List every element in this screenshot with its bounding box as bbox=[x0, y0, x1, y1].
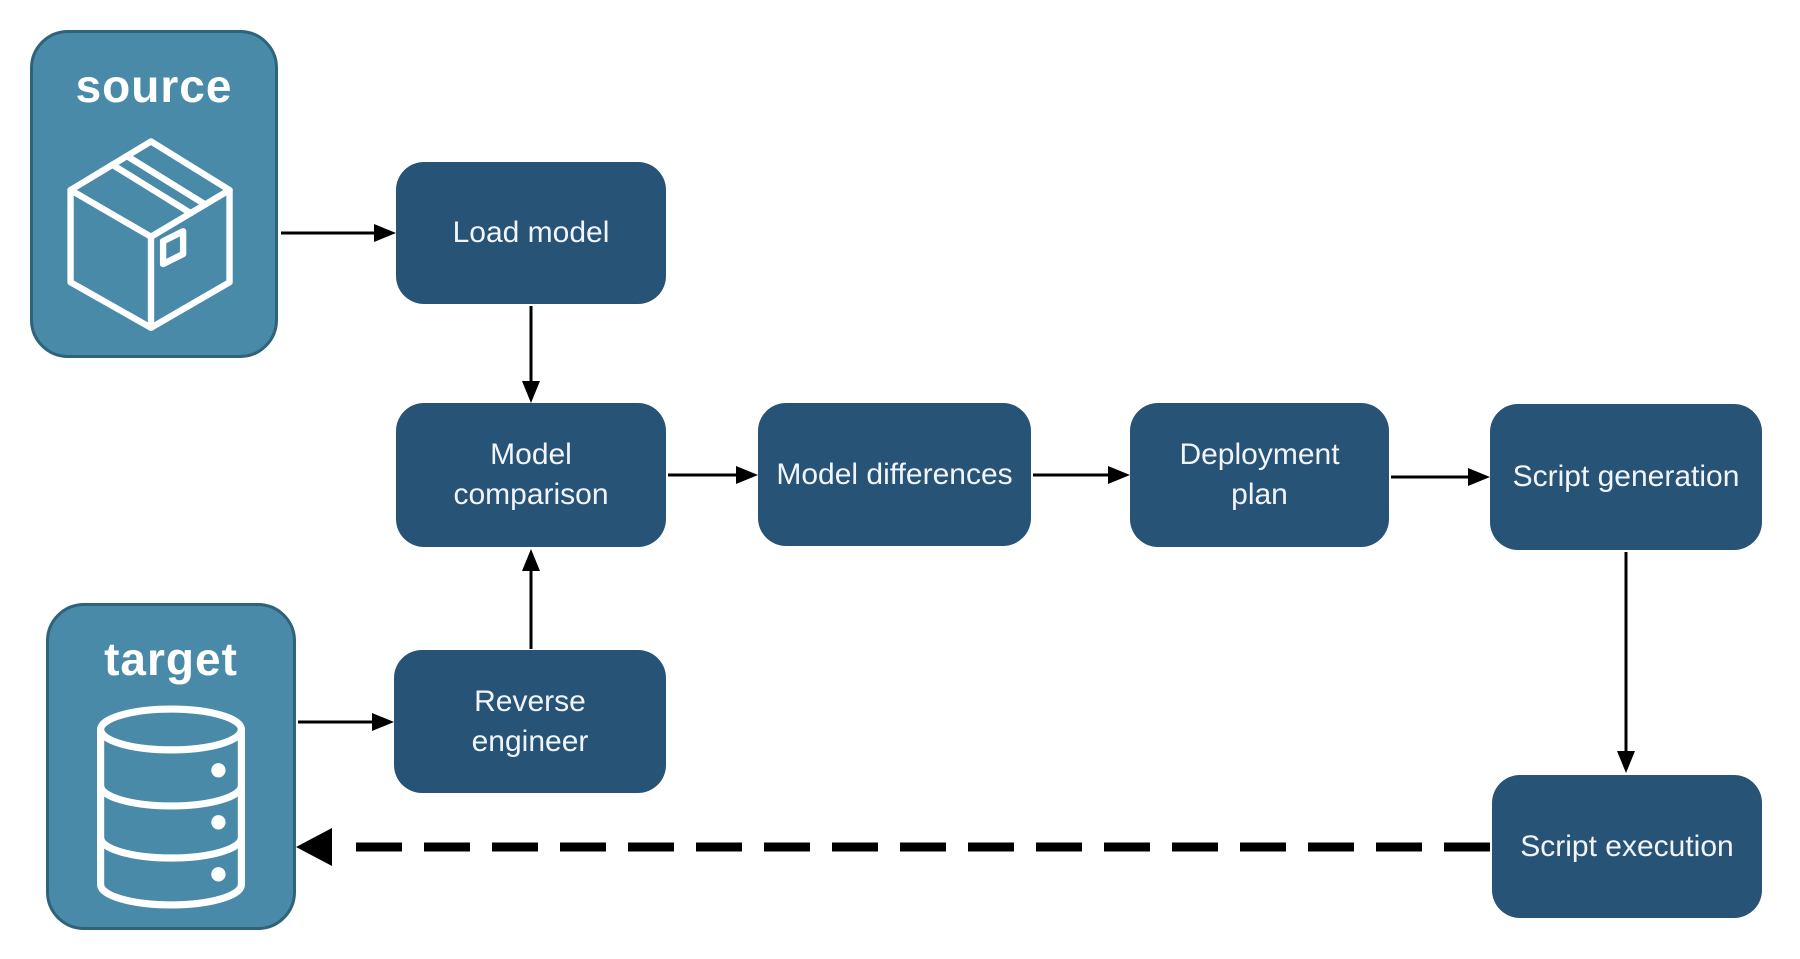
edge-target-reverse-engineer bbox=[298, 713, 394, 731]
node-script-generation[interactable]: Script generation bbox=[1490, 404, 1762, 550]
edge-reverse-engineer-model-comparison bbox=[522, 549, 540, 649]
target-container[interactable]: target bbox=[46, 603, 296, 930]
target-label: target bbox=[104, 633, 238, 685]
node-model-comparison[interactable]: Model comparison bbox=[396, 403, 666, 547]
node-reverse-engineer[interactable]: Reverse engineer bbox=[394, 650, 666, 793]
node-deployment-plan[interactable]: Deployment plan bbox=[1130, 403, 1389, 547]
source-label: source bbox=[75, 60, 233, 112]
node-deployment-plan-label: Deployment plan bbox=[1179, 438, 1340, 511]
node-model-differences[interactable]: Model differences bbox=[758, 403, 1031, 546]
node-reverse-engineer-label: Reverse engineer bbox=[471, 684, 589, 758]
node-script-execution[interactable]: Script execution bbox=[1492, 775, 1762, 918]
edge-deployment-plan-script-generation bbox=[1391, 468, 1490, 486]
node-model-comparison-label: Model comparison bbox=[453, 438, 609, 511]
source-container[interactable]: source bbox=[30, 30, 278, 358]
edge-script-generation-script-execution bbox=[1617, 552, 1635, 773]
node-script-generation-label: Script generation bbox=[1512, 460, 1740, 493]
node-script-execution-label: Script execution bbox=[1520, 829, 1734, 863]
edge-load-model-model-comparison bbox=[522, 306, 540, 403]
edge-model-differences-deployment-plan bbox=[1033, 466, 1130, 484]
edge-model-comparison-model-differences bbox=[668, 466, 758, 484]
node-load-model[interactable]: Load model bbox=[396, 162, 666, 304]
edge-source-load-model bbox=[281, 224, 396, 242]
node-model-differences-label: Model differences bbox=[776, 457, 1013, 491]
edge-script-execution-target bbox=[296, 828, 1490, 866]
node-load-model-label: Load model bbox=[452, 216, 610, 249]
database-icon bbox=[49, 686, 293, 927]
package-icon bbox=[33, 113, 275, 355]
